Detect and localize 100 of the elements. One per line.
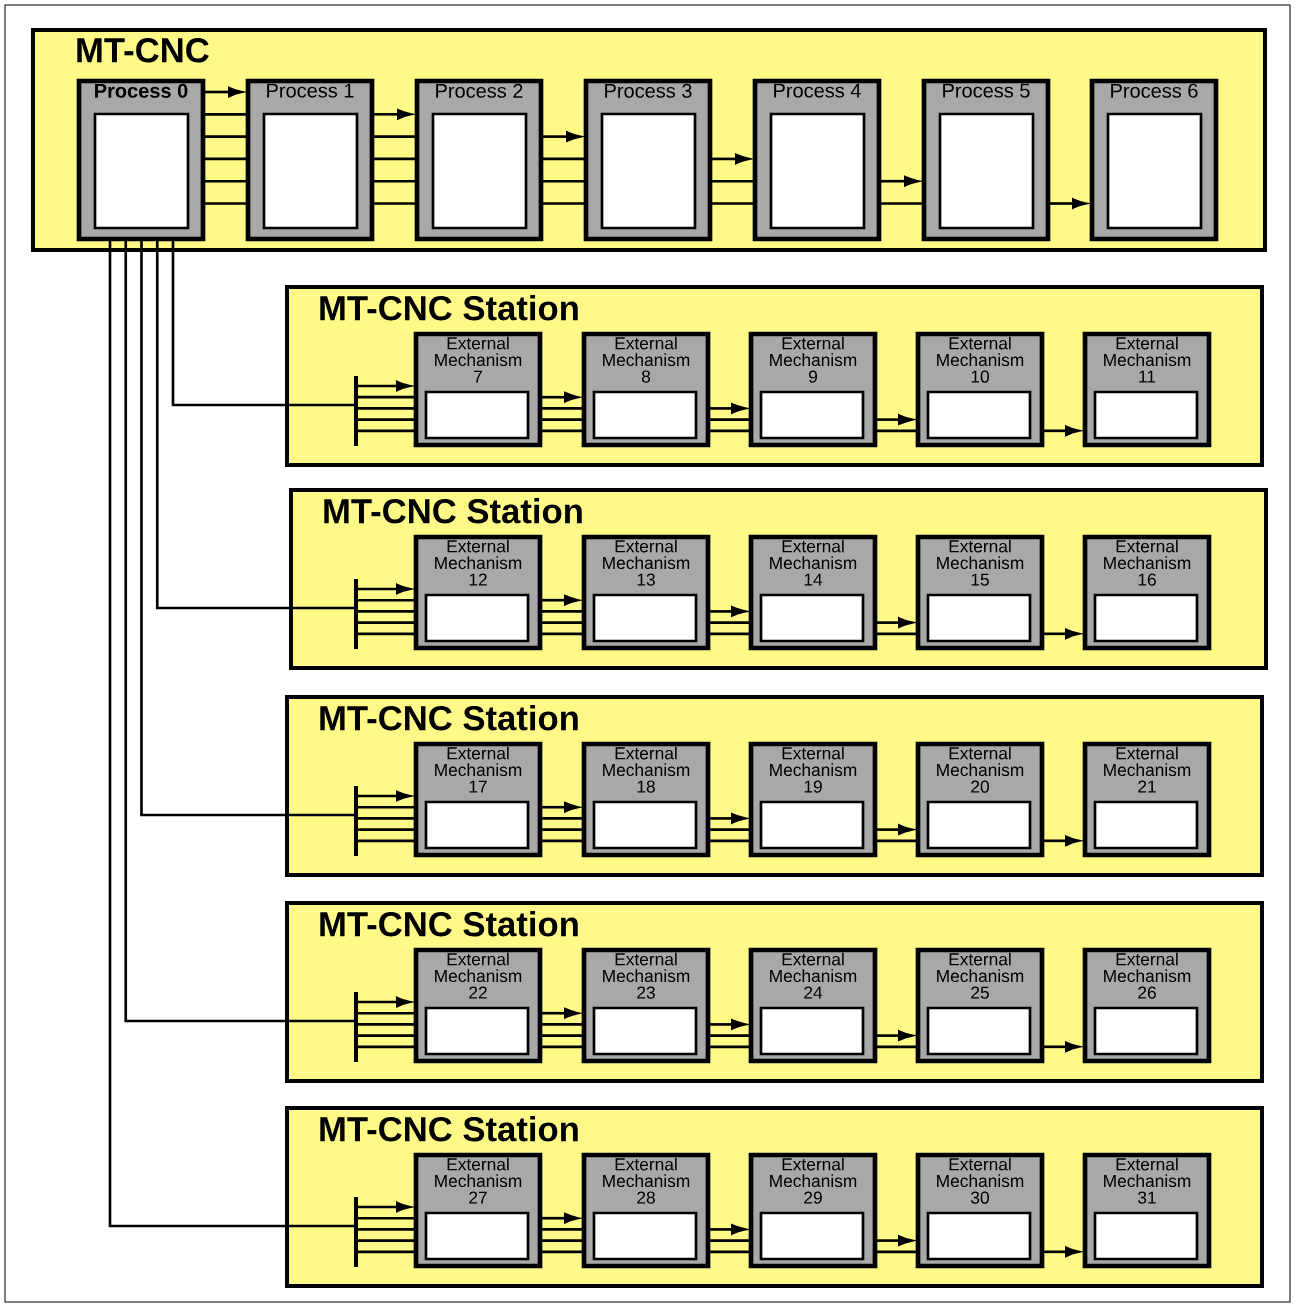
process-box: Process 6 [1089, 78, 1219, 242]
line [358, 418, 416, 421]
line [708, 1239, 751, 1242]
line [358, 598, 416, 602]
mechanism-box: External Mechanism 25 [915, 947, 1045, 1064]
mechanism-box: External Mechanism 20 [915, 741, 1045, 858]
line [108, 239, 354, 1228]
arrow [358, 996, 411, 1008]
arrow [203, 86, 243, 98]
mechanism-box: External Mechanism 11 [1082, 331, 1212, 448]
line [540, 1034, 584, 1037]
line [540, 1228, 584, 1231]
line [541, 157, 586, 161]
bus-bar [354, 376, 358, 446]
arrow [358, 380, 411, 392]
mechanism-box: External Mechanism 26 [1082, 947, 1212, 1064]
line [708, 621, 751, 624]
line [358, 610, 416, 613]
line [540, 1023, 584, 1026]
mechanism-box: External Mechanism 27 [413, 1152, 543, 1269]
mechanism-box: External Mechanism 7 [413, 331, 543, 448]
line [540, 407, 584, 410]
line [372, 135, 417, 138]
line [358, 1250, 416, 1254]
line [708, 1250, 751, 1254]
line [358, 395, 416, 399]
line [358, 1216, 416, 1220]
mechanism-box: External Mechanism 9 [748, 331, 878, 448]
line [372, 179, 417, 183]
bus-bar [354, 1197, 358, 1267]
line [155, 239, 354, 610]
mechanism-box: External Mechanism 28 [581, 1152, 711, 1269]
arrow [358, 790, 411, 802]
line [540, 621, 584, 624]
line [540, 632, 584, 636]
mechanism-box: External Mechanism 29 [748, 1152, 878, 1269]
line [358, 1228, 416, 1231]
line [203, 202, 248, 205]
mechanism-box: External Mechanism 17 [413, 741, 543, 858]
mechanism-box: External Mechanism 24 [748, 947, 878, 1064]
line [708, 828, 751, 831]
mechanism-box: External Mechanism 10 [915, 331, 1045, 448]
line [541, 202, 586, 205]
line [358, 1034, 416, 1037]
line [540, 839, 584, 843]
mechanism-box: External Mechanism 30 [915, 1152, 1045, 1269]
line [708, 1045, 751, 1049]
line [358, 429, 416, 433]
process-box: Process 0 [76, 78, 206, 242]
line [358, 817, 416, 820]
line [358, 621, 416, 624]
line [540, 828, 584, 831]
line [708, 632, 751, 636]
line [358, 839, 416, 843]
line [358, 1011, 416, 1015]
line [879, 202, 924, 205]
mechanism-box: External Mechanism 21 [1082, 741, 1212, 858]
line [358, 1045, 416, 1049]
line [203, 179, 248, 183]
mechanism-box: External Mechanism 16 [1082, 534, 1212, 651]
mechanism-box: External Mechanism 15 [915, 534, 1045, 651]
line [540, 1239, 584, 1242]
bus-bar [354, 579, 358, 649]
line [875, 1045, 918, 1049]
process-box: Process 2 [414, 78, 544, 242]
line [540, 610, 584, 613]
line [708, 839, 751, 843]
line [358, 828, 416, 831]
process-box: Process 1 [245, 78, 375, 242]
process-box: Process 3 [583, 78, 713, 242]
mechanism-box: External Mechanism 13 [581, 534, 711, 651]
arrow [358, 1201, 411, 1213]
line [203, 112, 248, 116]
line [140, 239, 354, 817]
process-box: Process 5 [921, 78, 1051, 242]
line [875, 1250, 918, 1254]
line [875, 839, 918, 843]
line [203, 135, 248, 138]
line [358, 1023, 416, 1026]
line [124, 239, 354, 1023]
mechanism-box: External Mechanism 18 [581, 741, 711, 858]
line [708, 1034, 751, 1037]
line [358, 632, 416, 636]
mechanism-box: External Mechanism 8 [581, 331, 711, 448]
mechanism-box: External Mechanism 31 [1082, 1152, 1212, 1269]
line [540, 817, 584, 820]
bus-bar [354, 786, 358, 856]
bus-bar [354, 992, 358, 1062]
line [203, 157, 248, 161]
line [358, 1239, 416, 1242]
line [540, 1045, 584, 1049]
line [875, 429, 918, 433]
mechanism-box: External Mechanism 14 [748, 534, 878, 651]
line [171, 239, 354, 407]
mechanism-box: External Mechanism 12 [413, 534, 543, 651]
line [710, 202, 755, 205]
line [541, 179, 586, 183]
line [540, 429, 584, 433]
line [708, 418, 751, 421]
line [708, 429, 751, 433]
